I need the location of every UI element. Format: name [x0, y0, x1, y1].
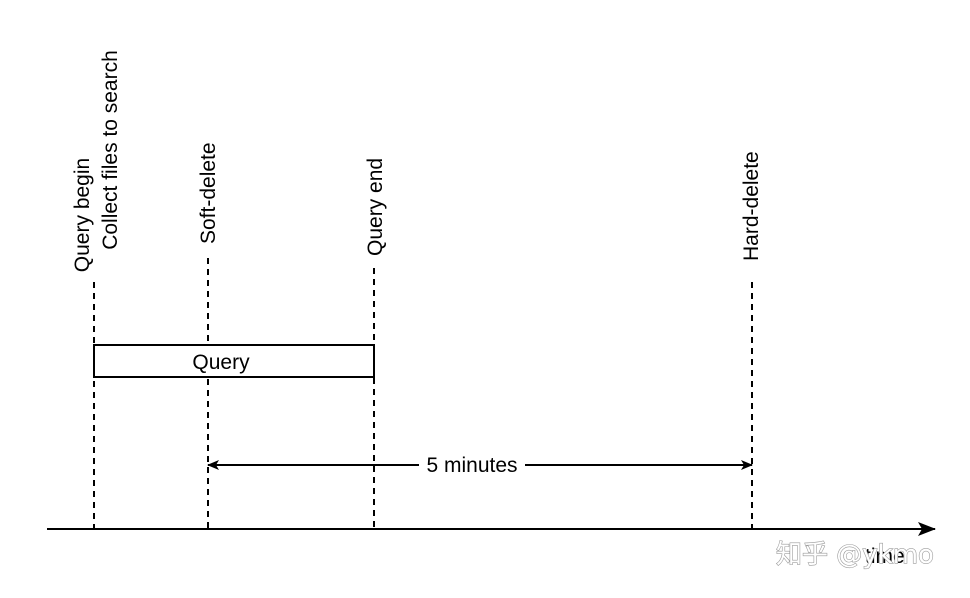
interval-label-bg [419, 452, 525, 478]
watermark-text: 知乎 @ykmo [776, 540, 934, 570]
query-box [93, 344, 375, 378]
event-label-query-begin-line1: Query begin [71, 158, 94, 272]
time-axis-label: time [865, 545, 905, 568]
event-label-query-end: Query end [364, 158, 387, 256]
event-label-query-begin-line2: Collect files to search [99, 50, 122, 250]
interval-label: 5 minutes [426, 454, 517, 477]
query-box-label: Query [192, 351, 250, 374]
event-label-hard-delete: Hard-delete [740, 151, 763, 261]
event-label-soft-delete: Soft-delete [197, 142, 220, 244]
